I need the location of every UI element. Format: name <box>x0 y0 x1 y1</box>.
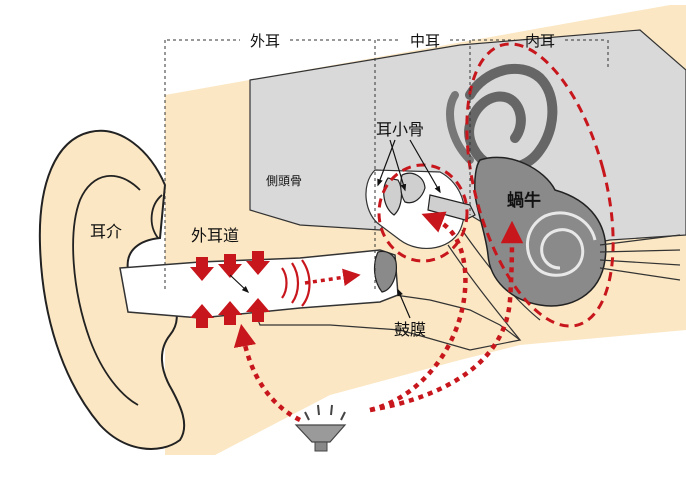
label-ossicles: 耳小骨 <box>376 120 424 139</box>
eardrum-shape <box>373 250 397 293</box>
semicircular-canal-side <box>446 91 474 164</box>
label-pinna: 耳介 <box>90 222 122 241</box>
section-outer-ear: 外耳 <box>250 32 280 50</box>
air-conduction-path <box>233 323 302 423</box>
section-brackets <box>164 39 609 290</box>
leader-lines <box>229 139 441 319</box>
tragus <box>150 194 163 239</box>
speaker-icon <box>294 404 347 452</box>
section-inner-ear: 内耳 <box>525 32 555 50</box>
cochlea-spiral <box>526 211 597 277</box>
eustachian-tube-lower <box>447 244 521 341</box>
pinna-inner-fold <box>72 175 141 406</box>
canal-pressure-arrows <box>190 251 270 328</box>
ossicle-stapes <box>427 194 476 221</box>
section-middle-ear: 中耳 <box>410 32 440 50</box>
middle-ear-highlight <box>377 163 469 263</box>
label-ear-canal: 外耳道 <box>191 226 239 245</box>
bone-conduction-path <box>369 211 468 413</box>
label-eardrum: 鼓膜 <box>394 320 426 339</box>
sound-wave-arcs <box>281 259 311 307</box>
label-cochlea: 蝸牛 <box>507 190 541 211</box>
label-temporal-bone: 側頭骨 <box>266 174 302 188</box>
auditory-nerve <box>599 234 681 281</box>
inner-ear-highlight <box>465 42 615 328</box>
